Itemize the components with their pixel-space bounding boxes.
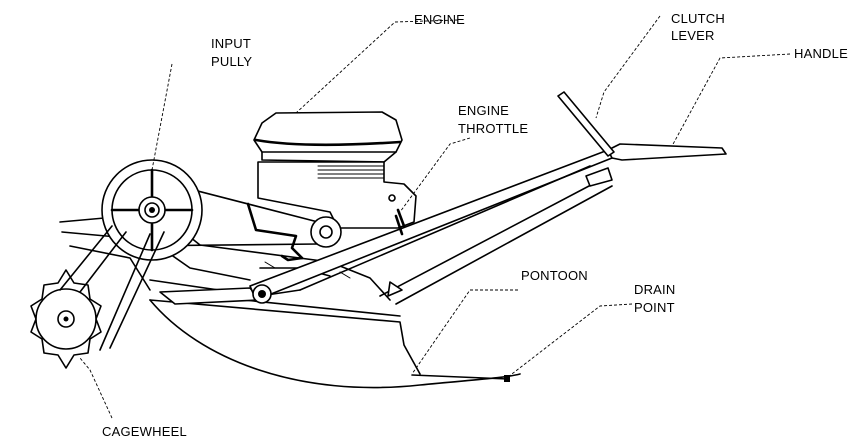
leader-lines bbox=[79, 15, 791, 419]
engine-pulley bbox=[310, 216, 342, 248]
label-cagewheel: CAGEWHEEL bbox=[102, 424, 187, 439]
engine-throttle bbox=[394, 214, 404, 236]
label-clutch-lever-line2: LEVER bbox=[671, 28, 715, 43]
drain-point-marker bbox=[504, 375, 510, 382]
clutch-lever bbox=[557, 91, 615, 157]
input-pully bbox=[101, 159, 203, 261]
label-engine-throttle-line2: THROTTLE bbox=[458, 121, 528, 136]
handle-arms bbox=[249, 143, 727, 305]
pontoon-hull bbox=[149, 295, 521, 389]
text-labels: ENGINE CLUTCH LEVER HANDLE INPUT PULLY E… bbox=[102, 11, 848, 439]
label-engine-throttle-line1: ENGINE bbox=[458, 103, 509, 118]
label-drain-point-line2: POINT bbox=[634, 300, 675, 315]
label-input-pully-line1: INPUT bbox=[211, 36, 251, 51]
handle-pivot bbox=[252, 284, 272, 304]
label-drain-point-line1: DRAIN bbox=[634, 282, 675, 297]
label-clutch-lever-line1: CLUTCH bbox=[671, 11, 725, 26]
label-engine: ENGINE bbox=[414, 12, 465, 27]
label-pontoon: PONTOON bbox=[521, 268, 588, 283]
chain-drive bbox=[59, 225, 165, 351]
label-input-pully-line2: PULLY bbox=[211, 54, 252, 69]
engine bbox=[246, 111, 417, 262]
label-handle: HANDLE bbox=[794, 46, 848, 61]
cagewheel bbox=[30, 269, 102, 369]
